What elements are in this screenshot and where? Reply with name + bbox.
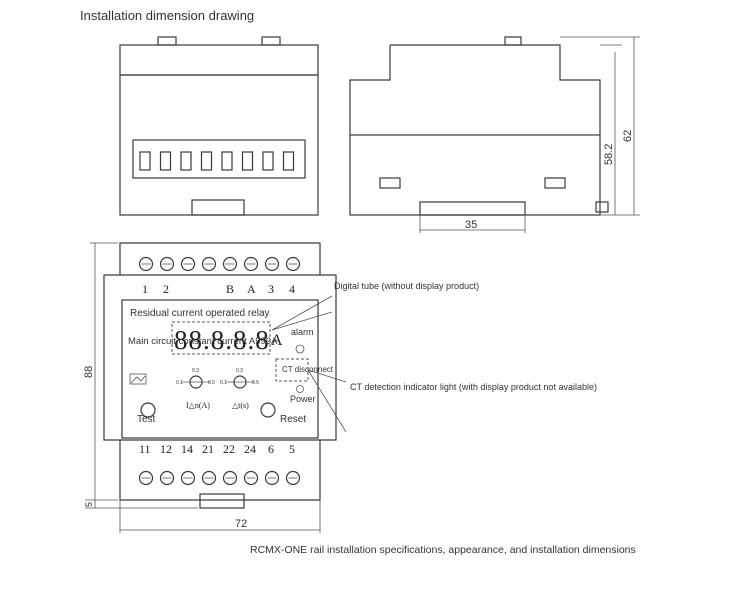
terminal-slot <box>180 151 192 171</box>
terminal-label: A <box>247 282 256 296</box>
ct-led <box>296 385 304 393</box>
top-left-body <box>119 74 319 216</box>
alarm-label: alarm <box>291 327 314 337</box>
terminal-slot <box>139 151 151 171</box>
power-label: Power <box>290 394 316 404</box>
reset-label: Reset <box>280 414 306 425</box>
product-name: Residual current operated relay <box>130 308 270 319</box>
terminal-screw <box>138 470 154 486</box>
top-left-cap <box>119 44 319 76</box>
terminal-label: 6 <box>268 442 274 456</box>
side-top-tab <box>504 36 522 46</box>
terminal-screw <box>159 256 175 272</box>
svg-text:0.3: 0.3 <box>192 368 199 374</box>
top-left-tab-1 <box>157 36 177 46</box>
digital-display: 88.8.8.8 <box>174 325 270 355</box>
terminal-slot <box>159 151 172 171</box>
current-knob-label: I△n(A) <box>186 401 210 410</box>
terminal-screw <box>159 470 175 486</box>
dim-width: 72 <box>235 518 247 530</box>
terminal-label: 22 <box>223 442 235 456</box>
side-upper-outline <box>349 44 601 135</box>
display-unit: A <box>271 332 283 349</box>
main-circuit-label: Main circuit constant current A999A <box>128 336 278 347</box>
test-button <box>140 402 156 418</box>
terminal-label: 21 <box>202 442 214 456</box>
bottom-screws <box>138 470 301 486</box>
terminal-screw <box>180 470 196 486</box>
terminal-label: 11 <box>139 442 151 456</box>
top-left-view <box>119 36 319 216</box>
alarm-led <box>295 344 305 354</box>
terminal-screw <box>243 256 259 272</box>
logo-icon <box>129 373 147 385</box>
terminal-screw <box>201 470 217 486</box>
digital-tube-leader <box>271 295 333 331</box>
terminal-block <box>132 139 306 179</box>
terminal-screw <box>180 256 196 272</box>
top-left-tab-2 <box>261 36 281 46</box>
terminal-label: 14 <box>181 442 193 456</box>
dim-rail-width: 35 <box>465 219 477 231</box>
terminal-label: 5 <box>289 442 295 456</box>
terminal-screw <box>138 256 154 272</box>
side-view: 35 58.2 62 <box>349 36 640 233</box>
svg-text:0.1: 0.1 <box>176 380 183 386</box>
terminal-screw <box>264 256 280 272</box>
side-lower-body <box>349 134 601 216</box>
dim-height: 62 <box>622 130 634 142</box>
svg-text:0.5: 0.5 <box>252 380 259 386</box>
terminal-screw <box>285 470 301 486</box>
digital-tube-callout: Digital tube (without display product) <box>334 281 479 291</box>
svg-text:0.5: 0.5 <box>208 380 215 386</box>
side-clip-right <box>544 177 566 189</box>
front-panel <box>121 299 319 439</box>
terminal-label: B <box>226 282 234 296</box>
terminal-slot <box>262 151 274 171</box>
terminal-screw <box>201 256 217 272</box>
time-knob-label: △t(s) <box>232 401 249 410</box>
terminal-screw <box>222 470 238 486</box>
terminal-slot <box>200 151 213 171</box>
bottom-terminal-labels: 11 12 14 21 22 24 6 5 <box>139 442 295 456</box>
ct-leader <box>307 369 347 433</box>
ct-callout: CT detection indicator light (with displ… <box>350 382 597 392</box>
terminal-screw <box>222 256 238 272</box>
dim-base: 5 <box>84 502 94 507</box>
terminal-slot <box>282 151 295 171</box>
dim-body-height: 58.2 <box>603 144 615 165</box>
ct-disconnect-label: CT disconnect <box>282 365 334 374</box>
side-rail <box>419 201 526 216</box>
svg-text:0.1: 0.1 <box>220 380 227 386</box>
dim-front-height: 88 <box>83 366 95 378</box>
side-foot <box>595 201 609 213</box>
terminal-screw <box>285 256 301 272</box>
caption: RCMX-ONE rail installation specification… <box>250 544 636 556</box>
terminal-screw <box>264 470 280 486</box>
terminal-slot <box>241 151 254 171</box>
rail-clip <box>191 199 245 216</box>
test-label: Test <box>137 414 156 425</box>
drawing-title: Installation dimension drawing <box>80 8 254 23</box>
terminal-label: 4 <box>289 282 295 296</box>
front-rail-clip <box>199 493 245 509</box>
terminal-label: 1 <box>142 282 148 296</box>
svg-text:0.3: 0.3 <box>236 368 243 374</box>
terminal-label: 12 <box>160 442 172 456</box>
terminal-slots <box>139 151 295 171</box>
side-clip-left <box>379 177 401 189</box>
terminal-label: 3 <box>268 282 274 296</box>
top-screws <box>138 256 301 272</box>
terminal-screw <box>243 470 259 486</box>
terminal-slot <box>221 151 233 171</box>
terminal-label: 2 <box>163 282 169 296</box>
terminal-label: 24 <box>244 442 256 456</box>
reset-button <box>260 402 276 418</box>
